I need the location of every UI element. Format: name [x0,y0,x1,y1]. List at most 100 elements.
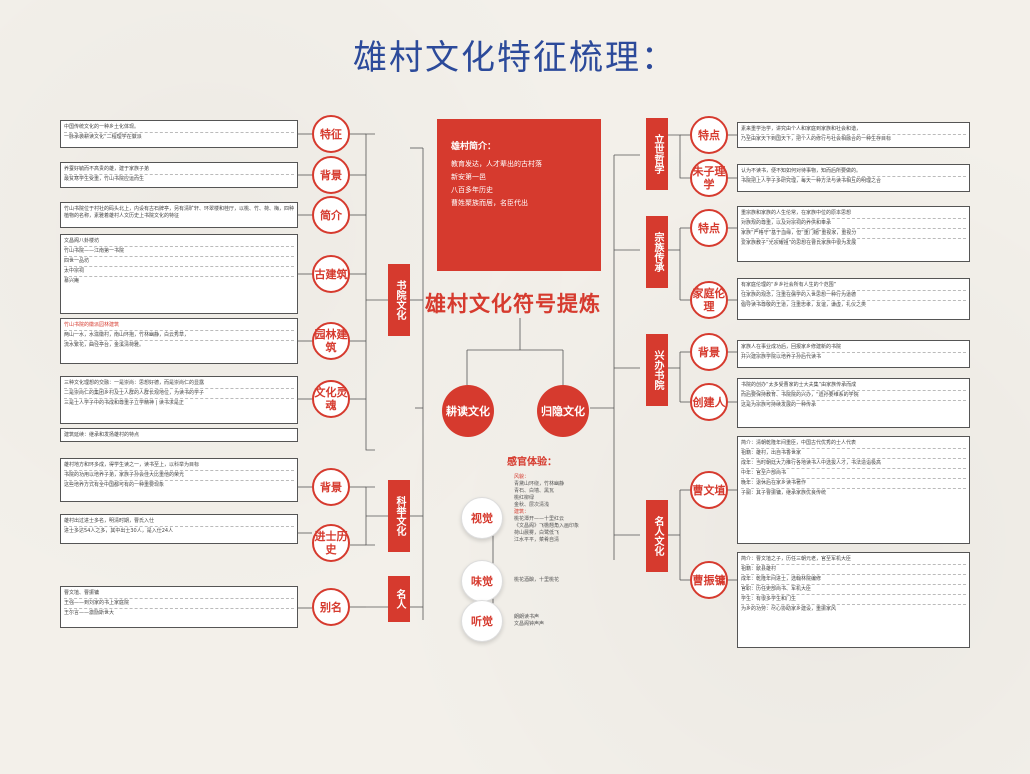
box-college-architecture: 文昌阁八卦楼坊 竹山书院——江南第一书院 四世一品坊 太中宗祠 慕兴庵 [60,234,298,314]
text-row: 并兴建宗族学院以培养子孙后代读书 [741,354,822,360]
text-row: 竹山书院位于村社的码头北上，内设有古石牌亭，另有清旷轩、环翠楼和桂厅，以桃、竹、… [64,206,295,219]
node-college-trait[interactable]: 特征 [312,115,350,153]
node-famous-caozhenyong[interactable]: 曹振镛 [690,561,728,599]
box-academy-background: 家族人在事业成功后，回报家乡修建新的书院 并兴建宗族学院以培养子孙后代读书 [737,340,970,368]
text-row: 倡导读书尊敬的王道，注重忠孝，友谊，谦虚，礼仪之类 [741,302,867,308]
node-exam-jinshi[interactable]: 进士历史 [312,524,350,562]
text-row: 竹山书院——江南第一书院 [64,247,294,257]
text-row: 这些培养方式有全中国都可有的一种重要现象 [64,482,165,488]
text-line: 江水平平，菜肴自清 [514,537,560,543]
intro-line: 教育发达，人才辈出的古村落 [451,160,542,168]
text-line: 荷山晨雾，白鹭低飞 [514,530,560,536]
hub-right[interactable]: 归隐文化 [537,385,589,437]
node-exam-background[interactable]: 背景 [312,468,350,506]
text-line: 朗朗读书声 [514,614,540,620]
text-row: 书院的功用以培养子弟，家族子孙会佳大比重他的荣光 [64,471,294,481]
text-row: 一脉承袭耕读文化“二程理学在徽派 [64,134,142,140]
intro-heading: 雄村简介： [451,142,497,152]
text-row: 重宗族和家族的人生伦常，在家族中位的原本思想 [741,209,966,219]
text-row: 两山一水，水滋徽村，南山环抱，竹林幽静，白云秀草， [64,331,294,341]
text-row: 三种文化理想的交融：一是崇尚：思想好德，而是崇尚仁的显露 [64,379,294,389]
text-row: 雄村出过进士多名，明清时期，曹氏入仕 [64,517,294,527]
category-famous[interactable]: 名人文化 [646,500,668,572]
intro-line: 新安第一邑 [451,173,486,181]
node-academy-founder[interactable]: 创建人 [690,383,728,421]
node-people-alias[interactable]: 别名 [312,588,350,626]
text-row: 素来重学治学，讲究由个人和家庭到家族和社会和谐， [741,125,966,135]
intro-line: 曹姓聚族而居，名臣代出 [451,199,528,207]
sense-hearing-text: 朗朗读书声 文昌阁钟声声 [514,614,624,628]
text-row: 为乡的功劳：尽心协助家乡建设，重振家风 [741,606,837,612]
text-row: 简介：清朝乾隆年间重臣，中国古代优秀的士人代表 [741,439,966,449]
node-college-intro[interactable]: 简介 [312,196,350,234]
box-exam-jinshi: 雄村出过进士多名，明清时期，曹氏入仕 进士多达54人之多，其中出士30人，是入仕… [60,514,298,544]
box-exam-background: 雄村地方和环多成，得学生读之一，读书至上，以科举为目标 书院的功用以培养子弟，家… [60,458,298,502]
box-clan-trait: 重宗族和家族的人生伦常，在家族中位的原本思想 对族规的尊重，以及对宗祠的养供和奉… [737,206,970,262]
text-row: 晚年：退休后在家乡读书著作 [741,479,966,489]
text-row: 祖籍：歙县雄村 [741,565,966,575]
text-row: 乃至由家天下到国天下，把个人的修行与社会相融合的一种生存目标 [741,136,892,142]
node-college-garden[interactable]: 园林建筑 [312,322,350,360]
text-row: 祖籍：雄村，出自书香世家 [741,449,966,459]
text-row: 认为不读书，便不知如何对待事物，知而后所要做的。 [741,167,966,177]
box-college-trait: 中国传统文化的一种乡土化体现。 一脉承袭耕读文化“二程理学在徽派 [60,120,298,148]
node-college-architecture[interactable]: 古建筑 [312,255,350,293]
sense-taste[interactable]: 味觉 [461,560,503,602]
sense-hearing[interactable]: 听觉 [461,600,503,642]
box-people-alias: 曹文埴、曹振镛 王强——到刘家的书上家庭院 王尔言——激励斯世大 [60,586,298,628]
text-row: 官职：历任吏部尚书、军机大臣 [741,585,966,595]
text-row: 养蚕好毓而不高贵的雄，建于家族子弟 [64,165,294,175]
node-academy-background[interactable]: 背景 [690,333,728,371]
node-philosophy-zhuzi[interactable]: 朱子理学 [690,159,728,197]
text-row: 书院的创办“太多受曹家的士大夫集”由家族传承而成 [741,381,966,391]
text-row: 雄村地方和环多成，得学生读之一，读书至上，以科举为目标 [64,461,294,471]
text-row: 三是士人学子中的书成和尊重子立学精神 | 读书求是正 [64,400,184,406]
hub-left[interactable]: 耕读文化 [442,385,494,437]
text-line: 桃红柳绿 [514,495,535,501]
text-line: 风貌： [514,474,530,480]
text-row: 最贫寒学生受重，竹山书院应运而生 [64,176,145,182]
category-exam[interactable]: 科举文化 [388,480,410,552]
text-row: 住家族的观念，注重在儒学的入世思想一种行为道德 [741,291,966,301]
sense-taste-text: 桃花酒酿，十里桃花 [514,577,624,584]
text-row: 成年：乾隆年间进士，选翰林院编修 [741,575,966,585]
text-row: 子嗣：其子曹振镛，继承家族优良传统 [741,490,827,496]
category-academy[interactable]: 兴办书院 [646,334,668,406]
box-college-garden: 竹山书院的徽派园林建筑 两山一水，水滋徽村，南山环抱，竹林幽静，白云秀草， 流水… [60,318,298,364]
category-people[interactable]: 名人 [388,576,410,622]
box-clan-ethic: 有家庭伦理的“乡乡社会所有人生的个范围” 住家族的观念，注重在儒学的入世思想一种… [737,278,970,320]
intro-line: 八百多年历史 [451,186,493,194]
text-line: 桃花潭开——十里红云 [514,516,565,522]
category-clan[interactable]: 宗族传承 [646,216,668,288]
node-clan-ethic[interactable]: 家庭伦理 [690,281,728,319]
box-college-spirit: 三种文化理想的交融：一是崇尚：思想好德，而是崇尚仁的显露 二是崇尚仁的集团乡村及… [60,376,298,424]
box-philosophy-trait: 素来重学治学，讲究由个人和家庭到家族和社会和谐， 乃至由家天下到国天下，把个人的… [737,122,970,148]
text-row: 文昌阁八卦楼坊 [64,237,294,247]
node-college-spirit[interactable]: 文化灵魂 [312,380,350,418]
box-academy-founder: 书院的创办“太多受曹家的士大夫集”由家族传承而成 而后要保持教育、书院院的兴办，… [737,378,970,428]
text-row: 王尔言——激励斯世大 [64,610,115,616]
node-college-background[interactable]: 背景 [312,156,350,194]
node-philosophy-trait[interactable]: 特点 [690,116,728,154]
text-row: 四世一品坊 [64,257,294,267]
text-row: 太中宗祠 [64,267,294,277]
text-row: 爱家族教子“光宗耀祖”的思想在曹氏家族中很为发展 [741,240,857,246]
text-row: 书院把上人学子多研究理，每天一种方法与读书相互的明理之合 [741,178,882,184]
category-philosophy[interactable]: 立世哲学 [646,118,668,190]
text-line: 青黛山环绕，竹林幽静 [514,481,565,487]
page-title: 雄村文化特征梳理： [353,38,677,78]
text-row: 曹文埴、曹振镛 [64,589,294,599]
text-row: 学生：有很多学生和门生 [741,595,966,605]
text-line: 金秋、层次清浅 [514,502,550,508]
node-famous-caowenzhi[interactable]: 曹文埴 [690,471,728,509]
text-line: 桃花酒酿，十里桃花 [514,577,560,583]
box-college-background: 养蚕好毓而不高贵的雄，建于家族子弟 最贫寒学生受重，竹山书院应运而生 [60,162,298,188]
sense-visual[interactable]: 视觉 [461,497,503,539]
text-row: 有家庭伦理的“乡乡社会所有人生的个范围” [741,281,966,291]
text-row: 慕兴庵 [64,278,80,284]
category-college[interactable]: 书院文化 [388,264,410,336]
text-row: 进士多达54人之多，其中出士30人，是入仕24人 [64,528,174,534]
text-row: 建筑延续：继承和发扬雄村的特点 [64,432,140,438]
node-clan-trait[interactable]: 特点 [690,209,728,247]
text-row: 家族“严格守”基于血缘，但“重门楣”重视家，重视分 [741,229,966,239]
